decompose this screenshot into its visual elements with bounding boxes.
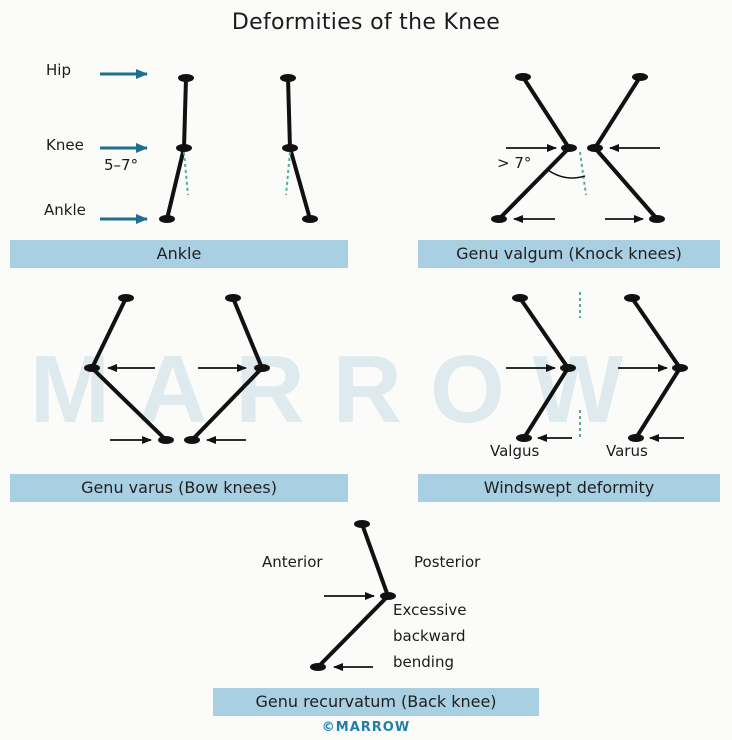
recurvatum-note-line3: bending [393,653,454,671]
hip-label: Hip [46,61,71,79]
valgus-label: Valgus [490,442,539,460]
recurvatum-note-line1: Excessive [393,601,466,619]
varus-right-leg [184,294,270,444]
knee-label: Knee [46,136,84,154]
valgum-angle-arc [548,170,585,178]
genu-varus-figure [84,294,270,444]
normal-left-axis [184,152,188,195]
normal-caption: Ankle [10,240,348,268]
posterior-label: Posterior [414,553,480,571]
varus-left-leg [84,294,174,444]
valgum-angle-label: > 7° [497,154,531,172]
diagram-title: Deformities of the Knee [0,10,732,35]
varus-label: Varus [606,442,648,460]
windswept-caption: Windswept deformity [418,474,720,502]
normal-left-leg [159,74,194,223]
normal-alignment-figure [100,74,318,223]
normal-angle-label: 5–7° [104,156,138,174]
ankle-label: Ankle [44,201,86,219]
valgum-caption: Genu valgum (Knock knees) [418,240,720,268]
genu-valgum-figure [491,73,665,223]
varus-caption: Genu varus (Bow knees) [10,474,348,502]
recurvatum-note-line2: backward [393,627,466,645]
windswept-figure [506,292,688,442]
anterior-label: Anterior [262,553,323,571]
normal-right-axis [286,152,290,195]
genu-recurvatum-figure [310,520,396,671]
normal-right-leg [280,74,318,223]
recurvatum-caption: Genu recurvatum (Back knee) [213,688,539,716]
copyright-mark: ©MARROW [0,720,732,735]
